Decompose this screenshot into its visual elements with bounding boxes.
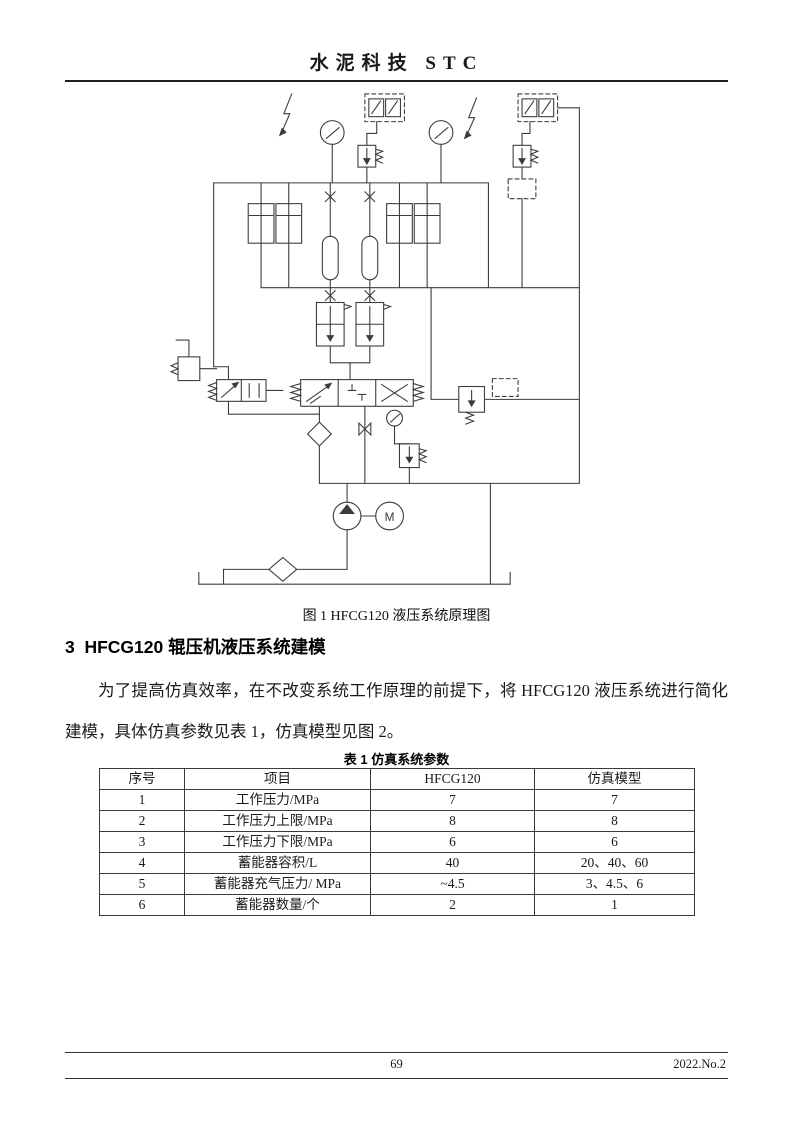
- table-cell: 2: [370, 894, 535, 916]
- footer-rule: [65, 1078, 728, 1079]
- table-cell: 6: [534, 831, 695, 853]
- pump-icon: [332, 501, 362, 531]
- parameters-table: 序号 项目 HFCG120 仿真模型 1 工作压力/MPa 7 7 2 工作压力…: [99, 768, 695, 916]
- journal-title: 水泥科技 STC: [309, 53, 484, 74]
- header-cell: 仿真模型: [534, 768, 695, 790]
- pressure-gauge-icon: [319, 120, 345, 184]
- table-cell: 5: [99, 873, 185, 895]
- table-cell: 蓄能器数量/个: [184, 894, 371, 916]
- table-cell: 蓄能器充气压力/ MPa: [184, 873, 371, 895]
- table-cell: 40: [370, 852, 535, 874]
- small-gauge-icon: [386, 409, 410, 445]
- table-cell: 6: [370, 831, 535, 853]
- sequence-valve-icon: [430, 287, 580, 425]
- table-row: 4 蓄能器容积/L 40 20、40、60: [99, 852, 695, 874]
- motor-icon: M: [360, 501, 404, 531]
- shutoff-valve-icon: [358, 405, 372, 484]
- table-cell: ~4.5: [370, 873, 535, 895]
- filter-icon: [306, 405, 333, 484]
- footer-rule: [65, 1052, 728, 1053]
- pressure-gauge-icon: [428, 120, 454, 184]
- table-cell: 工作压力/MPa: [184, 789, 371, 811]
- table-cell: 7: [370, 789, 535, 811]
- issue-number: 2022.No.2: [673, 1057, 726, 1071]
- header-cell: 项目: [184, 768, 371, 790]
- page-number: 69: [390, 1057, 403, 1071]
- table-cell: 6: [99, 894, 185, 916]
- solenoid-valve-icon: [517, 93, 580, 146]
- table-cell: 8: [534, 810, 695, 832]
- table-header-row: 序号 项目 HFCG120 仿真模型: [99, 768, 695, 790]
- relief-valve-icon: [507, 144, 540, 289]
- table-cell: 工作压力上限/MPa: [184, 810, 371, 832]
- table-cell: 2: [99, 810, 185, 832]
- figure-1: M 图 1 HFCG120 液压系统原理图: [65, 88, 728, 625]
- pipe-lines: [213, 107, 580, 484]
- relief-valve-icon: [357, 144, 385, 184]
- figure-caption: 图 1 HFCG120 液压系统原理图: [302, 609, 491, 624]
- table-caption: 表 1 仿真系统参数: [343, 752, 450, 767]
- table-cell: 3、4.5、6: [534, 873, 695, 895]
- tank-icon: [198, 571, 511, 585]
- header-cell: 序号: [99, 768, 185, 790]
- pipe-lines: [318, 482, 580, 585]
- solenoid-valve-icon: [364, 93, 405, 146]
- suction-filter-icon: [222, 529, 348, 585]
- table-cell: 20、40、60: [534, 852, 695, 874]
- table-cell: 工作压力下限/MPa: [184, 831, 371, 853]
- header-cell: HFCG120: [370, 768, 535, 790]
- pilot-valve-icon: [169, 339, 320, 415]
- relief-valve-icon: [398, 443, 428, 484]
- table-row: 6 蓄能器数量/个 2 1: [99, 894, 695, 916]
- directional-valve-icon: [315, 287, 393, 381]
- hydraulic-schematic: M: [169, 93, 580, 585]
- table-cell: 3: [99, 831, 185, 853]
- motor-label: M: [385, 510, 395, 524]
- section-heading: 3 HFCG120 辊压机液压系统建模: [65, 637, 326, 657]
- lightning-icon: [278, 93, 293, 137]
- table-cell: 8: [370, 810, 535, 832]
- hydraulic-cylinder-icon: [247, 182, 441, 289]
- table-row: 3 工作压力下限/MPa 6 6: [99, 831, 695, 853]
- table-row: 1 工作压力/MPa 7 7: [99, 789, 695, 811]
- header-rule: [65, 80, 728, 82]
- table-cell: 蓄能器容积/L: [184, 852, 371, 874]
- table-cell: 4: [99, 852, 185, 874]
- page-footer: 69 2022.No.2: [65, 1057, 728, 1075]
- table-cell: 1: [534, 894, 695, 916]
- table-cell: 1: [99, 789, 185, 811]
- body-paragraph: 为了提高仿真效率，在不改变系统工作原理的前提下，将 HFCG120 液压系统进行…: [65, 681, 728, 741]
- table-row: 5 蓄能器充气压力/ MPa ~4.5 3、4.5、6: [99, 873, 695, 895]
- lightning-icon: [463, 97, 478, 140]
- main-directional-valve-icon: [288, 379, 426, 407]
- table-row: 2 工作压力上限/MPa 8 8: [99, 810, 695, 832]
- accumulator-icon: [321, 182, 379, 289]
- table-cell: 7: [534, 789, 695, 811]
